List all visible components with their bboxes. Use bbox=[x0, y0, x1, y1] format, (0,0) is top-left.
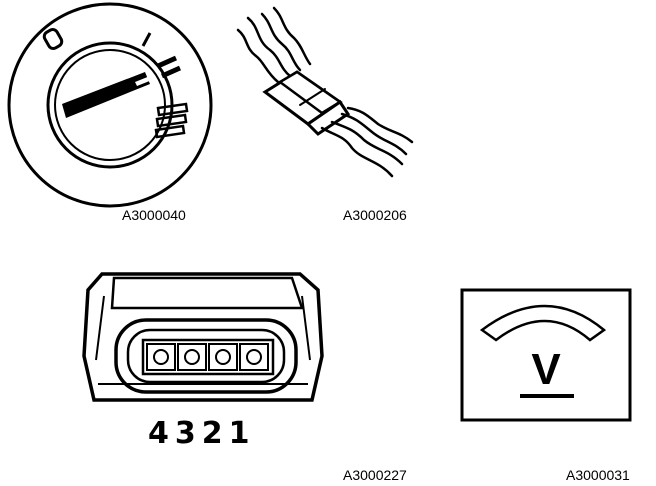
pin-socket-4 bbox=[146, 343, 176, 371]
pin-socket-2 bbox=[208, 343, 238, 371]
four-pin-connector-illustration bbox=[82, 272, 324, 402]
position-II-marker bbox=[156, 55, 182, 79]
voltage-symbol: V bbox=[531, 345, 561, 394]
pin-number-label: 4321 bbox=[148, 416, 256, 451]
figure-caption-4: A3000031 bbox=[566, 467, 630, 483]
figure-caption-1: A3000040 bbox=[122, 207, 186, 223]
voltmeter-symbol: V bbox=[460, 288, 632, 422]
pin-socket-3 bbox=[177, 343, 207, 371]
position-I-marker bbox=[141, 32, 152, 47]
key-slot-icon bbox=[62, 72, 152, 118]
ignition-lock-illustration bbox=[7, 2, 213, 208]
position-0-marker bbox=[42, 28, 64, 50]
figure-caption-2: A3000206 bbox=[343, 207, 407, 223]
pin-socket-1 bbox=[239, 343, 269, 371]
connector-wires-illustration bbox=[236, 6, 414, 178]
position-III-marker bbox=[154, 102, 189, 139]
figure-caption-3: A3000227 bbox=[343, 467, 407, 483]
